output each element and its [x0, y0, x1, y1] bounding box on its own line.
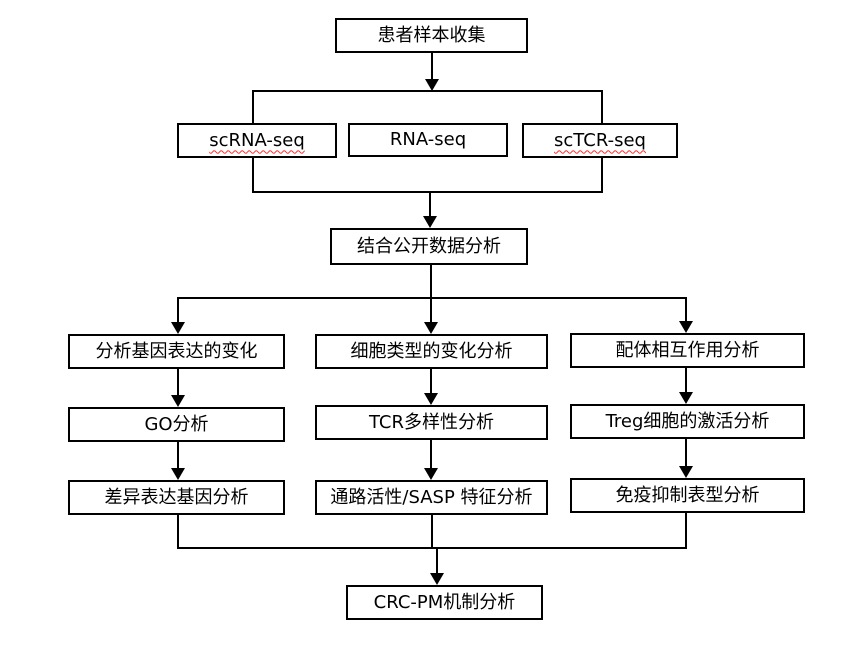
- edge-line: [252, 191, 603, 193]
- arrowhead-icon: [679, 321, 693, 333]
- edge-line: [177, 442, 179, 468]
- node-sctcr-seq: scTCR-seq: [522, 123, 678, 158]
- edge-line: [430, 265, 432, 298]
- node-gene-expression-changes: 分析基因表达的变化: [68, 334, 285, 369]
- node-label: TCR多样性分析: [368, 411, 494, 433]
- node-public-data-analysis: 结合公开数据分析: [330, 228, 528, 265]
- arrowhead-icon: [430, 573, 444, 585]
- arrowhead-icon: [679, 466, 693, 478]
- arrowhead-icon: [424, 468, 438, 480]
- node-label: 通路活性/SASP 特征分析: [330, 486, 533, 508]
- edge-line: [252, 158, 254, 192]
- node-label: 配体相互作用分析: [615, 339, 760, 361]
- edge-line: [430, 297, 432, 322]
- edge-line: [177, 369, 179, 395]
- edge-line: [685, 368, 687, 392]
- edge-line: [177, 547, 687, 549]
- arrowhead-icon: [171, 322, 185, 334]
- edge-line: [436, 547, 438, 574]
- arrowhead-icon: [424, 322, 438, 334]
- node-label: scTCR-seq: [554, 129, 646, 151]
- node-immunosuppressive-phenotype-analysis: 免疫抑制表型分析: [570, 478, 805, 513]
- edge-line: [177, 515, 179, 548]
- edge-line: [685, 297, 687, 321]
- node-label: CRC-PM机制分析: [373, 591, 516, 613]
- node-label: GO分析: [144, 413, 209, 435]
- arrowhead-icon: [171, 395, 185, 407]
- edge-line: [685, 439, 687, 466]
- edge-line: [252, 90, 603, 92]
- arrowhead-icon: [424, 393, 438, 405]
- node-label: Treg细胞的激活分析: [605, 410, 770, 432]
- node-label: 细胞类型的变化分析: [350, 340, 513, 362]
- node-label: 差异表达基因分析: [104, 486, 249, 508]
- node-ligand-interaction-analysis: 配体相互作用分析: [570, 333, 805, 368]
- node-treg-activation-analysis: Treg细胞的激活分析: [570, 404, 805, 439]
- node-label: 免疫抑制表型分析: [615, 484, 760, 506]
- node-rna-seq: RNA-seq: [348, 123, 508, 157]
- node-label: RNA-seq: [389, 129, 467, 150]
- node-go-analysis: GO分析: [68, 407, 285, 442]
- edge-line: [431, 53, 433, 80]
- arrowhead-icon: [171, 468, 185, 480]
- node-cell-type-changes: 细胞类型的变化分析: [315, 334, 548, 369]
- node-label: scRNA-seq: [209, 129, 305, 151]
- edge-line: [431, 515, 433, 548]
- node-label: 患者样本收集: [377, 24, 486, 46]
- node-pathway-sasp-analysis: 通路活性/SASP 特征分析: [315, 480, 548, 515]
- edge-line: [177, 297, 687, 299]
- node-crc-pm-mechanism-analysis: CRC-PM机制分析: [346, 585, 543, 620]
- edge-line: [430, 440, 432, 468]
- arrowhead-icon: [679, 392, 693, 404]
- node-patient-sample-collection: 患者样本收集: [335, 18, 528, 53]
- node-deg-analysis: 差异表达基因分析: [68, 480, 285, 515]
- edge-line: [252, 90, 254, 123]
- edge-line: [430, 369, 432, 393]
- edge-line: [429, 191, 431, 216]
- node-scrna-seq: scRNA-seq: [177, 123, 337, 158]
- edge-line: [685, 513, 687, 548]
- edge-line: [177, 297, 179, 322]
- node-label: 分析基因表达的变化: [95, 340, 258, 362]
- node-label: 结合公开数据分析: [357, 235, 501, 257]
- edge-line: [601, 158, 603, 192]
- node-tcr-diversity-analysis: TCR多样性分析: [315, 405, 548, 440]
- arrowhead-icon: [423, 216, 437, 228]
- edge-line: [601, 90, 603, 123]
- arrowhead-icon: [425, 79, 439, 91]
